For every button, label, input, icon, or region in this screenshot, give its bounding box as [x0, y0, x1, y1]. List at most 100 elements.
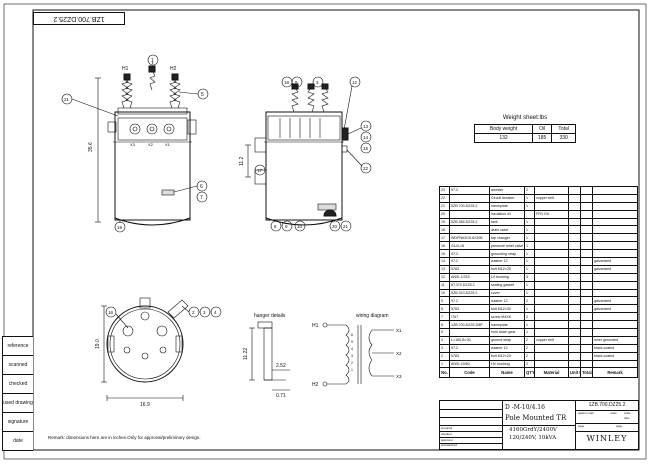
parts-cell: bolt M12×20: [489, 351, 525, 361]
svg-text:3: 3: [351, 354, 353, 358]
wiring-x1: X1: [396, 328, 402, 333]
parts-cell: 21: [439, 201, 450, 211]
hanger-dim-width: 2.52: [276, 363, 286, 369]
parts-cell: 1: [524, 241, 535, 251]
parts-cell: washer 12: [489, 343, 525, 353]
parts-cell: [534, 296, 569, 306]
label-x2: X2: [148, 142, 154, 147]
weight-value: 185: [532, 133, 553, 143]
svg-text:19: 19: [117, 225, 123, 230]
parts-cell: 4: [439, 335, 450, 345]
wiring-title: wiring diagram: [356, 313, 389, 319]
label-x3: X3: [130, 142, 136, 147]
signature-labels: prepared checked approved standardized: [441, 426, 458, 448]
side-dim: 11.2: [239, 156, 245, 166]
weight-header: Body weight: [473, 124, 534, 134]
parts-cell: black coated: [592, 351, 638, 361]
parts-cell: [592, 186, 638, 195]
parts-cell: 2: [524, 359, 535, 369]
parts-cell: [580, 257, 593, 266]
parts-cell: [592, 359, 638, 369]
side-box-scanned: scanned: [2, 355, 33, 375]
parts-cell: 1: [524, 225, 535, 235]
parts-cell: inner grounded: [592, 335, 638, 345]
remark-text: Remark: dimensions here are in inches.On…: [48, 435, 201, 440]
side-view: 11.2 18 9 3 12 13 14 15 22 17 8 9 10 20 …: [239, 76, 372, 232]
parts-cell: [580, 193, 593, 203]
parts-cell: [580, 217, 593, 227]
model-number: D -M-10/4.16: [505, 404, 545, 411]
svg-text:1: 1: [151, 58, 154, 64]
parts-cell: [568, 328, 581, 337]
hanger-details: hanger details 11.22 2.52 0.71: [243, 313, 290, 399]
wiring-h1: H1: [312, 323, 319, 329]
balloon-14: 14: [363, 135, 369, 140]
svg-text:6: 6: [200, 184, 203, 190]
parts-cell: [568, 272, 581, 282]
parts-cell: washer 12: [489, 257, 525, 266]
weight-value: 132: [473, 133, 534, 143]
parts-cell: [580, 304, 593, 314]
parts-cell: 13: [439, 264, 450, 274]
parts-cell: [580, 201, 593, 211]
parts-cell: 1: [439, 359, 450, 369]
parts-cell: [534, 328, 569, 337]
parts-cell: [534, 351, 569, 361]
balloon-16: 16: [108, 310, 114, 315]
parts-cell: [568, 209, 581, 219]
voltage: 4160GrdY/2400V: [509, 427, 557, 433]
balloon-5: [197, 88, 209, 100]
parts-cell: [592, 193, 638, 203]
parts-cell: 1: [524, 193, 535, 203]
title-block-signatures: prepared checked approved standardized: [440, 401, 503, 449]
parts-cell: [592, 272, 638, 282]
parts-cell: ground strap: [489, 335, 525, 345]
drawing-number-rotated: 1ZB.700.DZ25.2: [33, 12, 125, 25]
parts-cell: bolt M12×25: [489, 264, 525, 274]
parts-cell: 5783: [449, 351, 490, 361]
label-x1: X1: [165, 142, 171, 147]
inner-border: [32, 9, 640, 451]
parts-cell: [568, 351, 581, 361]
parts-cell: 1: [524, 280, 535, 290]
balloon-9b: 9: [285, 224, 288, 229]
parts-cell: [568, 280, 581, 290]
title-block-drawing-info: 1ZB.700.DZ25.2 pattern mark mass scale r…: [576, 401, 638, 449]
parts-cell: galvanized: [592, 296, 638, 306]
parts-header-cell: QTY: [524, 367, 535, 379]
balloon-20: 20: [332, 224, 338, 229]
parts-cell: [580, 241, 593, 251]
parts-cell: 2: [524, 312, 535, 322]
parts-cell: 14: [439, 257, 450, 266]
weight-title: Weight sheet:lbs: [502, 115, 548, 121]
parts-cell: 10: [439, 288, 450, 298]
hanger-dim-small: 0.71: [276, 393, 286, 399]
svg-text:21: 21: [64, 97, 70, 102]
balloon-12: 12: [352, 80, 358, 85]
side-box-checked: checked: [2, 374, 33, 394]
hanger-title: hanger details: [254, 313, 286, 319]
parts-cell: ANSI-1/315: [449, 272, 490, 282]
parts-cell: [568, 257, 581, 266]
parts-cell: [534, 217, 569, 227]
balloon-13: 13: [363, 124, 369, 129]
parts-cell: sealing gasket: [489, 280, 525, 290]
parts-cell: [449, 328, 490, 337]
parts-cell: 2: [524, 186, 535, 195]
parts-cell: 97.2: [449, 296, 490, 306]
balloon-18: 18: [284, 80, 290, 85]
parts-cell: [580, 335, 593, 345]
balloon-10: 10: [297, 224, 303, 229]
parts-cell: [534, 288, 569, 298]
parts-cell: 97.2: [449, 249, 490, 259]
parts-cell: cover: [489, 288, 525, 298]
parts-header-cell: Code: [449, 367, 490, 379]
